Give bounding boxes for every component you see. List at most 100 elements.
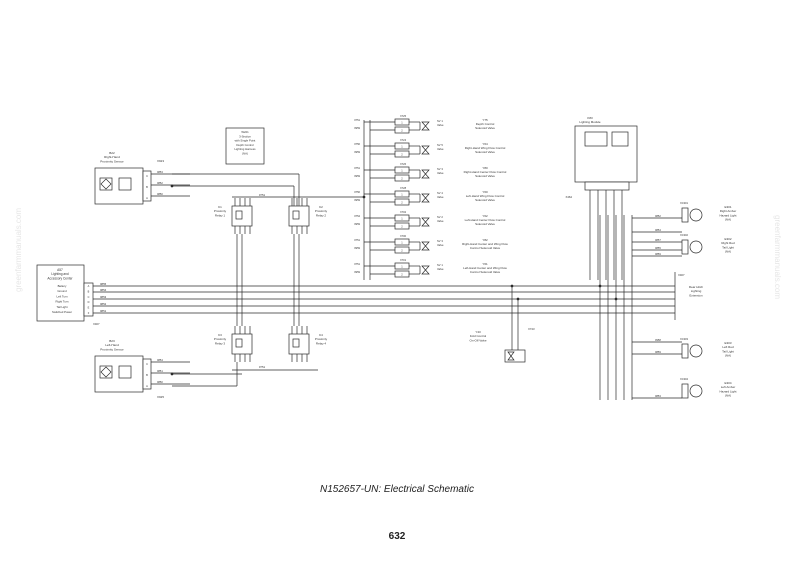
a57-pin-label: Ground <box>57 289 67 293</box>
connector-label: XC302 <box>680 233 688 237</box>
valve-symbol <box>421 265 430 275</box>
valve-sv-label: Valve <box>437 147 444 151</box>
k83-inner-ic <box>611 131 629 147</box>
valve-pin-2 <box>394 126 410 134</box>
b23-label: B23 <box>109 339 115 343</box>
valve-symbol <box>421 121 430 131</box>
pin-number: 2 <box>401 225 403 229</box>
lamp-icon <box>689 208 703 222</box>
b22-label: Right-Hand <box>104 155 120 159</box>
k4-coil <box>292 338 300 348</box>
valve-sv-label: Valve <box>437 195 444 199</box>
k3-label: Relay 3 <box>215 341 226 345</box>
a57-box <box>36 264 85 322</box>
pin-letter: C <box>88 296 90 299</box>
wire-label: 0853 <box>100 295 107 299</box>
valve-pin-2 <box>394 174 410 182</box>
valve-pin-1 <box>394 118 410 126</box>
k1-label: K1 <box>218 205 222 209</box>
valve-pin-2 <box>394 198 410 206</box>
connector-label: X700 <box>400 234 407 238</box>
connector-label: XC303 <box>680 337 688 341</box>
pin-number: 1 <box>401 169 403 173</box>
wire-label: 0854 <box>655 228 661 232</box>
pin-letter: B <box>146 185 148 189</box>
k3-label: Proximity <box>214 337 227 341</box>
valve-symbol <box>421 217 430 227</box>
valve-pin-1 <box>394 214 410 222</box>
k83-label: Lighting Module <box>579 120 601 124</box>
wire-label: 0854 <box>100 288 107 292</box>
k83-connector <box>584 181 630 191</box>
wire-label: 0959 <box>354 246 360 250</box>
light-label: E301 <box>724 205 731 209</box>
pin-number: 2 <box>401 153 403 157</box>
a57-pin-label: Left Turn <box>56 294 67 298</box>
valve-name: Y60 <box>482 190 488 194</box>
connector-label: X467 <box>93 322 100 326</box>
valve-name: Y62 <box>482 214 488 218</box>
pin-number: 1 <box>401 193 403 197</box>
x467-label: Rear Hitch <box>689 285 704 289</box>
a57-pin-label: Switched Power <box>52 310 72 314</box>
k2-label: Proximity <box>315 209 328 213</box>
b22-diamond-frame <box>99 177 113 191</box>
w221-label: 3-Section <box>239 134 251 138</box>
k1-label: Relay 1 <box>215 213 226 217</box>
pin-number: 1 <box>401 121 403 125</box>
valve-name: Left-Hand Center and Wing Flow <box>463 266 508 270</box>
light-label: Right Red <box>721 241 735 245</box>
valve-name: Left-Hand Wing Flow Control <box>466 194 505 198</box>
light-label: (NA) <box>725 250 731 254</box>
valve-name: Solenoid Valve <box>475 222 495 226</box>
a57-connector <box>83 282 94 317</box>
junction-dot <box>170 184 174 188</box>
b22-label: Proximity Sensor <box>100 159 123 163</box>
valve-name: Y82 <box>482 238 488 242</box>
valve-sv-label: Valve <box>437 243 444 247</box>
pin-number: 2 <box>401 129 403 133</box>
junction-dot <box>170 372 174 376</box>
junction-dot <box>510 284 514 288</box>
b22-label: B22 <box>109 151 115 155</box>
b22-connector <box>142 170 152 202</box>
valve-pin-1 <box>394 142 410 150</box>
wire-label: 0754 <box>354 214 360 218</box>
light-label: Left Amber <box>721 385 736 389</box>
valve-symbol <box>421 145 430 155</box>
b23-connector <box>142 358 152 390</box>
wire-label: 0959 <box>354 126 360 130</box>
valve-name: Right-Hand Center Flow Control <box>464 170 507 174</box>
light-label: E303 <box>724 341 731 345</box>
valve-symbol <box>421 169 430 179</box>
connector-label: X467 <box>678 273 685 277</box>
k1-label: Proximity <box>214 209 227 213</box>
valve-pin-1 <box>394 166 410 174</box>
b22-diamond <box>100 178 112 190</box>
x467-label: Extension <box>689 293 703 297</box>
wire-label: 0751 <box>354 262 360 266</box>
pin-number: 1 <box>401 217 403 221</box>
wire-label: 0855 <box>100 282 107 286</box>
a57-pin-label: Right Turn <box>56 300 69 304</box>
valve-name: Right-Hand Center and Wing Flow <box>462 242 509 246</box>
w221-label: W221 <box>241 130 249 134</box>
light-label: Tail Light <box>722 349 734 353</box>
wire-label: 0959 <box>354 198 360 202</box>
light-label: Right Amber <box>720 209 737 213</box>
connector-label: X724 <box>400 138 407 142</box>
pin-letter: A <box>88 285 90 288</box>
wire-label: 0751 <box>259 193 266 197</box>
wire-label: 0756 <box>354 190 360 194</box>
valve-name: Right-Hand Wing Flow Control <box>465 146 506 150</box>
wire-label: 0859 <box>655 350 661 354</box>
connector-label: X743 <box>528 327 535 331</box>
valve-name: Control Solenoid Valve <box>470 246 501 250</box>
figure-caption: N152657-UN: Electrical Schematic <box>320 484 474 495</box>
a57-label: Accessory Center <box>47 276 73 280</box>
pin-letter: E <box>88 307 90 310</box>
lamp-icon <box>689 344 703 358</box>
valve-sv-label: SV 2 <box>437 215 443 219</box>
valve-symbol <box>421 241 430 251</box>
light-label: (NA) <box>725 354 731 358</box>
